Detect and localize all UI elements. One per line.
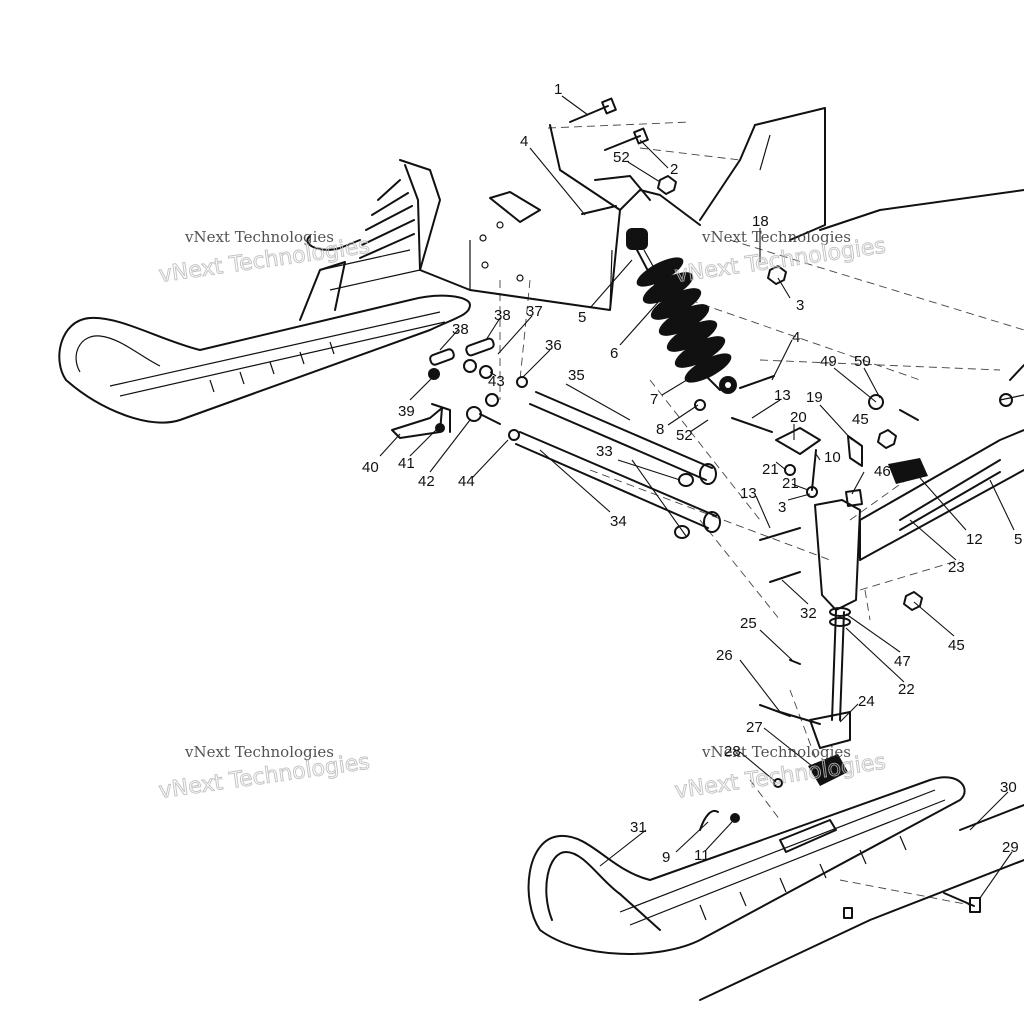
callout-1: 1: [554, 81, 562, 98]
callout-45: 45: [852, 411, 869, 428]
chassis-bulkhead: [399, 124, 701, 311]
callout-36: 36: [545, 337, 562, 354]
callout-4: 4: [520, 133, 528, 150]
callout-37: 37: [526, 303, 543, 320]
callout-49: 49: [820, 353, 837, 370]
callout-18: 18: [752, 213, 769, 230]
callout-6: 6: [610, 345, 618, 362]
callout-13: 13: [740, 485, 757, 502]
callout-12: 12: [966, 531, 983, 548]
callout-45: 45: [948, 637, 965, 654]
a-arm-tubes: [391, 337, 721, 539]
upper-right-panel: [699, 107, 1024, 241]
callout-3: 3: [796, 297, 804, 314]
callout-30: 30: [1000, 779, 1017, 796]
callout-39: 39: [398, 403, 415, 420]
callout-4: 4: [792, 329, 800, 346]
callout-46: 46: [874, 463, 891, 480]
reference-lines: [499, 121, 1024, 906]
left-shock: [306, 179, 421, 291]
callout-38: 38: [452, 321, 469, 338]
leader-lines: [379, 95, 1015, 899]
callout-29: 29: [1002, 839, 1019, 856]
callout-24: 24: [858, 693, 875, 710]
callout-28: 28: [724, 743, 741, 760]
callout-38: 38: [494, 307, 511, 324]
watermark-text: vNext Technologies: [184, 228, 334, 246]
callout-47: 47: [894, 653, 911, 670]
callout-19: 19: [806, 389, 823, 406]
callout-43: 43: [488, 373, 505, 390]
callout-9: 9: [662, 849, 670, 866]
callout-22: 22: [898, 681, 915, 698]
front-ski: [527, 776, 1024, 1001]
callout-41: 41: [398, 455, 415, 472]
callout-32: 32: [800, 605, 817, 622]
coil-spring-turns: [636, 257, 732, 383]
callout-52: 52: [676, 427, 693, 444]
watermark-group: vNext Technologies vNext Technologies vN…: [157, 228, 888, 804]
watermark-text: vNext Technologies: [184, 743, 334, 761]
callout-23: 23: [948, 559, 965, 576]
callout-25: 25: [740, 615, 757, 632]
callout-27: 27: [746, 719, 763, 736]
callout-52: 52: [613, 149, 630, 166]
callout-31: 31: [630, 819, 647, 836]
callout-33: 33: [596, 443, 613, 460]
callout-44: 44: [458, 473, 475, 490]
callout-34: 34: [610, 513, 627, 530]
callout-42: 42: [418, 473, 435, 490]
callout-10: 10: [824, 449, 841, 466]
callout-20: 20: [790, 409, 807, 426]
callout-21: 21: [762, 461, 779, 478]
callout-26: 26: [716, 647, 733, 664]
left-ski: [58, 261, 471, 424]
callout-35: 35: [568, 367, 585, 384]
callout-21: 21: [782, 475, 799, 492]
watermark-text: vNext Technologies: [701, 743, 851, 761]
hardware: [489, 97, 928, 611]
callout-5: 5: [578, 309, 586, 326]
callouts: 1 4 52 2 18 3 5 6 4 7 49 50 45 13 19 8 5…: [362, 81, 1022, 866]
callout-13: 13: [774, 387, 791, 404]
callout-7: 7: [650, 391, 658, 408]
callout-3: 3: [778, 499, 786, 516]
callout-50: 50: [854, 353, 871, 370]
watermark-text: vNext Technologies: [701, 228, 851, 246]
callout-40: 40: [362, 459, 379, 476]
callout-11: 11: [694, 847, 710, 864]
spindle: [759, 499, 861, 788]
central-coil-shock: [626, 228, 737, 394]
callout-2: 2: [670, 161, 678, 178]
right-rail: [859, 364, 1024, 561]
callout-5: 5: [1014, 531, 1022, 548]
callout-8: 8: [656, 421, 664, 438]
